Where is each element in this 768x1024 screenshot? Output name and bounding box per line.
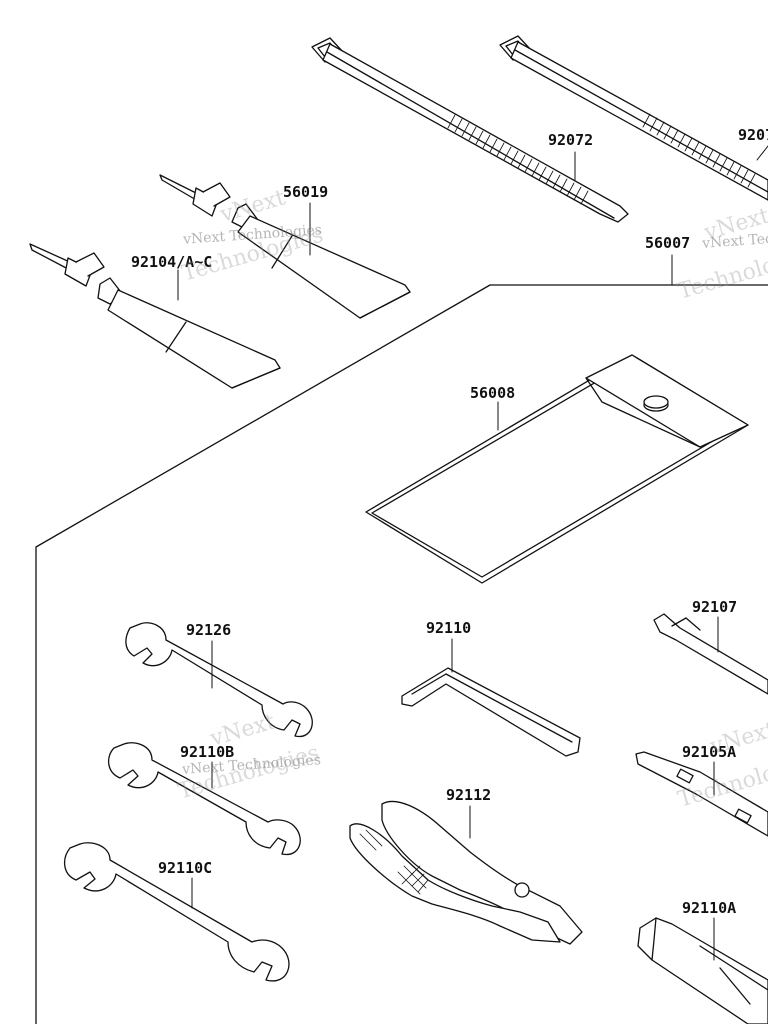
part-number-label: 56007 xyxy=(645,234,691,252)
kit-boundary xyxy=(35,284,768,1024)
wrench-icon xyxy=(108,742,301,856)
part-number-label: 92105A xyxy=(682,743,737,761)
pliers-icon xyxy=(349,800,583,945)
cable-tie-icon xyxy=(311,37,629,223)
screwdriver-icon xyxy=(653,613,768,695)
spark-plug-wrench-icon xyxy=(637,917,768,1024)
hex-key-icon xyxy=(401,667,581,757)
part-number-label: 92072 xyxy=(548,131,594,149)
part-number-label: 92107 xyxy=(692,598,738,616)
wrench-icon xyxy=(64,842,290,982)
part-number-label: 56019 xyxy=(283,183,329,201)
part-number-label: 9207 xyxy=(738,126,768,144)
grease-tube-icon xyxy=(29,243,281,389)
wrench-icon xyxy=(125,622,313,738)
part-number-label: 92110C xyxy=(158,859,213,877)
tool-pouch-icon xyxy=(365,354,749,584)
part-number-label: 92104/A~C xyxy=(131,253,213,271)
part-number-label: 92110B xyxy=(180,743,235,761)
screwdriver-icon xyxy=(635,751,768,837)
part-number-label: 56008 xyxy=(470,384,516,402)
part-number-label: 92112 xyxy=(446,786,492,804)
grease-tube-icon xyxy=(159,174,411,319)
leader-lines xyxy=(177,145,768,961)
cable-tie-icon xyxy=(499,35,768,201)
part-number-label: 92110A xyxy=(682,899,737,917)
part-number-label: 92110 xyxy=(426,619,472,637)
part-number-label: 92126 xyxy=(186,621,232,639)
